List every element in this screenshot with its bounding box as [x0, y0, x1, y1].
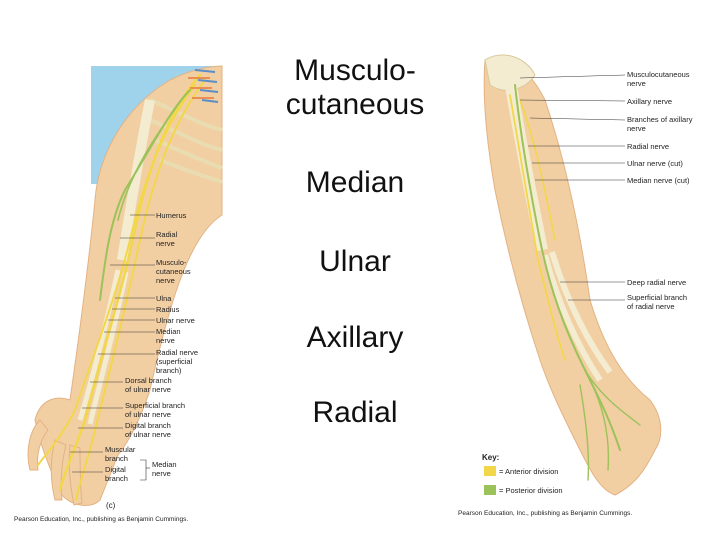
label-radial-nerve-1: Radial [156, 230, 178, 239]
label-median-bottom-2: nerve [152, 469, 171, 478]
label-deep-radial: Deep radial nerve [627, 278, 686, 287]
label-dorsal-1: Dorsal branch [125, 376, 172, 385]
key-swatch-anterior [484, 466, 496, 476]
label-axillary: Axillary nerve [627, 97, 672, 106]
label-branches-axillary-1: Branches of axillary [627, 115, 693, 124]
label-superficial-radial-1: Superficial branch [627, 293, 687, 302]
label-superficial-ulnar-1: Superficial branch [125, 401, 185, 410]
left-arm-figure: Humerus Radial nerve Musculo- cutaneous … [0, 0, 240, 530]
label-muscular-branch-2: branch [105, 454, 128, 463]
title-line-2: cutaneous [250, 88, 460, 122]
right-credit: Pearson Education, Inc., publishing as B… [458, 510, 632, 517]
label-radius: Radius [156, 305, 180, 314]
slide-title-musculocutaneous: Musculo- cutaneous [250, 54, 460, 122]
label-digital-branch-1: Digital [105, 465, 126, 474]
label-radial: Radial nerve [627, 142, 669, 151]
label-muscular-branch-1: Muscular [105, 445, 136, 454]
key-posterior: = Posterior division [499, 486, 563, 495]
label-radial-sup-1: Radial nerve [156, 348, 198, 357]
label-dorsal-2: of ulnar nerve [125, 385, 171, 394]
key-swatch-posterior [484, 485, 496, 495]
label-musculocutaneous-2: nerve [627, 79, 646, 88]
label-branches-axillary-2: nerve [627, 124, 646, 133]
slide-title-radial: Radial [250, 396, 460, 430]
label-radial-nerve-2: nerve [156, 239, 175, 248]
label-radial-sup-3: branch) [156, 366, 182, 375]
slide-title-axillary: Axillary [250, 321, 460, 355]
title-line-1: Musculo- [250, 54, 460, 88]
label-median-nerve-1: Median [156, 327, 181, 336]
label-humerus: Humerus [156, 211, 187, 220]
label-superficial-ulnar-2: of ulnar nerve [125, 410, 171, 419]
panel-letter: (c) [106, 501, 116, 510]
right-arm-figure: Musculocutaneous nerve Axillary nerve Br… [450, 0, 720, 530]
slide-title-median: Median [250, 166, 460, 200]
label-digital-branch-2: branch [105, 474, 128, 483]
key-title: Key: [482, 453, 499, 462]
label-ulna: Ulna [156, 294, 172, 303]
left-credit: Pearson Education, Inc., publishing as B… [14, 516, 188, 523]
label-superficial-radial-2: of radial nerve [627, 302, 675, 311]
slide-title-ulnar: Ulnar [250, 245, 460, 279]
label-median-nerve-2: nerve [156, 336, 175, 345]
label-digital-ulnar-1: Digital branch [125, 421, 171, 430]
label-median-bottom-1: Median [152, 460, 177, 469]
label-musculo-2: cutaneous [156, 267, 191, 276]
label-digital-ulnar-2: of ulnar nerve [125, 430, 171, 439]
left-arm-skin [35, 66, 222, 505]
label-musculocutaneous-1: Musculocutaneous [627, 70, 690, 79]
key-anterior: = Anterior division [499, 467, 558, 476]
label-median-cut: Median nerve (cut) [627, 176, 690, 185]
label-radial-sup-2: (superficial [156, 357, 193, 366]
label-musculo-1: Musculo- [156, 258, 187, 267]
label-musculo-3: nerve [156, 276, 175, 285]
label-ulnar-nerve: Ulnar nerve [156, 316, 195, 325]
label-ulnar-cut: Ulnar nerve (cut) [627, 159, 683, 168]
